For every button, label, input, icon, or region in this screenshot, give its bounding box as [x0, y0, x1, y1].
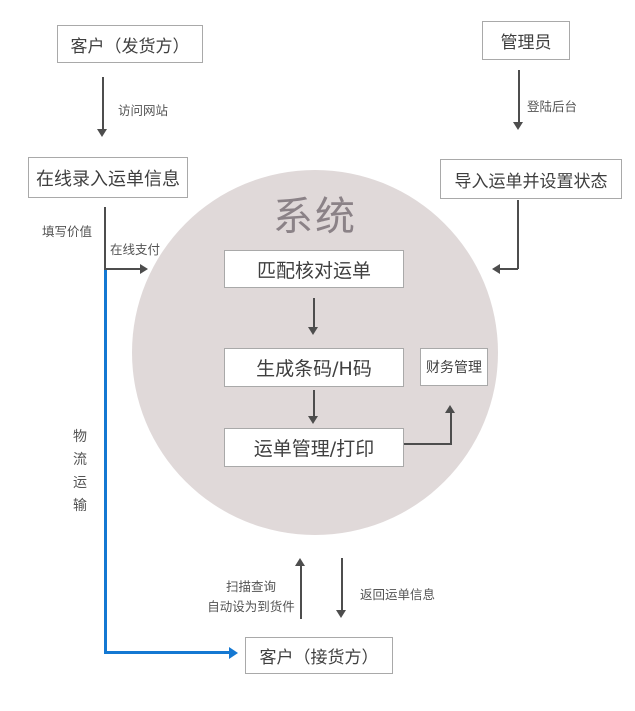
node-online-entry: 在线录入运单信息	[28, 157, 188, 198]
blue-logistics-head-icon	[229, 647, 238, 659]
arrow-visit-website-line	[102, 77, 104, 129]
blue-logistics-hline	[104, 651, 229, 654]
arrow-manage-to-finance-head-icon	[445, 405, 455, 413]
edge-label-login-backend: 登陆后台	[527, 99, 578, 114]
line-entry-down	[104, 207, 106, 270]
node-customer-receiver: 客户（接货方）	[245, 637, 393, 674]
arrow-return-down-line	[341, 558, 343, 610]
node-waybill-manage: 运单管理/打印	[224, 428, 404, 467]
edge-label-fill-value: 填写价值	[42, 224, 93, 239]
arrow-online-pay-head-icon	[140, 264, 148, 274]
arrow-import-to-system-vline	[517, 200, 519, 269]
node-match-verify: 匹配核对运单	[224, 250, 404, 288]
edge-label-visit-website: 访问网站	[118, 103, 169, 118]
blue-logistics-vline	[104, 270, 107, 654]
edge-label-scan-query: 扫描查询 自动设为到货件	[204, 577, 298, 617]
arrow-import-to-system-head-icon	[492, 264, 500, 274]
node-customer-shipper: 客户（发货方）	[57, 25, 203, 63]
arrow-manage-to-finance-vline	[450, 413, 452, 444]
edge-label-online-pay: 在线支付	[110, 242, 161, 257]
arrow-match-to-barcode-head-icon	[308, 327, 318, 335]
node-admin: 管理员	[482, 21, 570, 60]
arrow-online-pay-line	[106, 268, 140, 270]
arrow-scan-up-line	[300, 566, 302, 619]
arrow-scan-up-head-icon	[295, 558, 305, 566]
system-title: 系统	[273, 194, 357, 240]
arrow-manage-to-finance-hline	[404, 443, 452, 445]
edge-label-scan-query-line1: 扫描查询	[225, 579, 276, 594]
arrow-barcode-to-manage-head-icon	[308, 416, 318, 424]
arrow-login-backend-head-icon	[513, 122, 523, 130]
arrow-visit-website-head-icon	[97, 129, 107, 137]
edge-label-return-info: 返回运单信息	[360, 587, 436, 602]
arrow-login-backend-line	[518, 70, 520, 122]
edge-label-logistics: 物流运输	[73, 429, 87, 514]
arrow-return-down-head-icon	[336, 610, 346, 618]
arrow-match-to-barcode-line	[313, 298, 315, 327]
node-generate-barcode: 生成条码/H码	[224, 348, 404, 387]
edge-label-scan-query-line2: 自动设为到货件	[207, 599, 295, 614]
arrow-import-to-system-hline	[500, 268, 518, 270]
node-import-waybill: 导入运单并设置状态	[440, 159, 622, 199]
arrow-barcode-to-manage-line	[313, 390, 315, 416]
node-finance: 财务管理	[420, 348, 488, 386]
